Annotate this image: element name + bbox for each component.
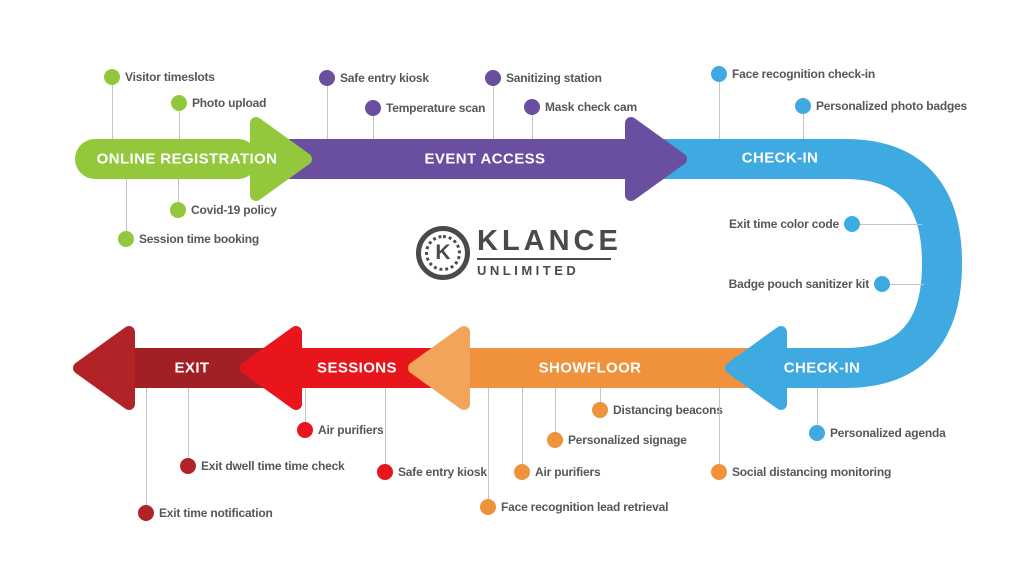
- bullet-stem: [188, 388, 189, 466]
- bullet-stem: [146, 388, 147, 513]
- bullet-stem: [178, 179, 179, 210]
- bullet-label: Exit dwell time time check: [201, 459, 345, 473]
- online-registration-arrowhead-icon: [250, 117, 312, 201]
- bullet-stem: [373, 108, 374, 139]
- bullet-dot: [514, 464, 530, 480]
- bullet-stem: [532, 107, 533, 139]
- bullet-stem: [803, 106, 804, 139]
- stage-label-check-in-top: CHECK-IN: [741, 149, 819, 167]
- showfloor-arrowhead-icon: [408, 326, 470, 410]
- bullet-dot: [319, 70, 335, 86]
- bullet-label: Visitor timeslots: [125, 70, 215, 84]
- bullet-label: Air purifiers: [535, 465, 601, 479]
- bullet-label: Personalized agenda: [830, 426, 946, 440]
- bullet-dot: [104, 69, 120, 85]
- bullet-dot: [138, 505, 154, 521]
- bullet-dot: [874, 276, 890, 292]
- bullet-dot: [180, 458, 196, 474]
- bullet-stem: [305, 388, 306, 430]
- bullet-dot: [171, 95, 187, 111]
- stage-label-sessions: SESSIONS: [317, 359, 397, 377]
- bullet-label: Personalized photo badges: [816, 99, 968, 113]
- bullet-stem: [126, 179, 127, 239]
- bullet-dot: [377, 464, 393, 480]
- bullet-label: Temperature scan: [386, 101, 486, 115]
- stage-label-showfloor: SHOWFLOOR: [538, 359, 642, 377]
- bullet-stem: [817, 388, 818, 433]
- bullet-dot: [809, 425, 825, 441]
- klance-logo-name: KLANCE: [477, 225, 622, 257]
- bullet-label: Sanitizing station: [506, 71, 602, 85]
- event-access-arrowhead-icon: [625, 117, 687, 201]
- online-registration-band: [75, 139, 258, 179]
- bullet-stem: [522, 388, 523, 472]
- bullet-label: Personalized signage: [568, 433, 687, 447]
- bullet-stem: [882, 284, 924, 285]
- bullet-stem: [385, 388, 386, 472]
- bullet-stem: [600, 388, 601, 410]
- bullet-stem: [719, 388, 720, 472]
- bullet-label: Photo upload: [192, 96, 267, 110]
- bullet-label: Air purifiers: [318, 423, 384, 437]
- bullet-dot: [592, 402, 608, 418]
- bullet-stem: [555, 388, 556, 440]
- stage-label-event-access: EVENT ACCESS: [424, 150, 546, 168]
- bullet-dot: [480, 499, 496, 515]
- klance-logo-text: KLANCE UNLIMITED: [477, 226, 622, 278]
- bullet-dot: [524, 99, 540, 115]
- klance-badge-icon: K: [416, 226, 470, 280]
- bullet-stem: [852, 224, 922, 225]
- check-in-arrowhead-icon: [725, 326, 787, 410]
- klance-logo-rule: [477, 258, 611, 260]
- bullet-label: Safe entry kiosk: [340, 71, 429, 85]
- bullet-dot: [485, 70, 501, 86]
- bullet-dot: [795, 98, 811, 114]
- klance-logo: K KLANCE UNLIMITED: [416, 226, 622, 280]
- bullet-label: Social distancing monitoring: [732, 465, 892, 479]
- bullet-stem: [327, 78, 328, 139]
- bullet-dot: [170, 202, 186, 218]
- stage-label-online-registration: ONLINE REGISTRATION: [96, 150, 278, 168]
- bullet-label: Face recognition check-in: [732, 67, 876, 81]
- bullet-dot: [297, 422, 313, 438]
- bullet-label: Exit time color code: [728, 217, 839, 231]
- bullet-dot: [711, 464, 727, 480]
- stage-label-exit: EXIT: [174, 359, 210, 377]
- showfloor-band: [458, 348, 770, 388]
- bullet-label: Covid-19 policy: [191, 203, 277, 217]
- bullet-label: Badge pouch sanitizer kit: [728, 277, 870, 291]
- bullet-label: Face recognition lead retrieval: [501, 500, 669, 514]
- sessions-arrowhead-icon: [240, 326, 302, 410]
- bullet-label: Mask check cam: [545, 100, 637, 114]
- bullet-label: Distancing beacons: [613, 403, 723, 417]
- bullet-label: Session time booking: [139, 232, 260, 246]
- bullet-dot: [365, 100, 381, 116]
- check-in-u-turn-band: [650, 139, 962, 388]
- stage-label-check-in-bottom: CHECK-IN: [783, 359, 861, 377]
- bullet-stem: [719, 74, 720, 139]
- bullet-dot: [844, 216, 860, 232]
- exit-arrowhead-icon: [73, 326, 135, 410]
- klance-logo-subtitle: UNLIMITED: [477, 263, 580, 278]
- bullet-dot: [711, 66, 727, 82]
- bullet-dot: [118, 231, 134, 247]
- bullet-dot: [547, 432, 563, 448]
- bullet-stem: [488, 388, 489, 507]
- klance-badge-letter: K: [425, 235, 461, 271]
- bullet-label: Exit time notification: [159, 506, 273, 520]
- bullet-stem: [493, 78, 494, 139]
- bullet-stem: [179, 103, 180, 139]
- bullet-label: Safe entry kiosk: [398, 465, 487, 479]
- event-access-band: [262, 139, 635, 179]
- bullet-stem: [112, 77, 113, 139]
